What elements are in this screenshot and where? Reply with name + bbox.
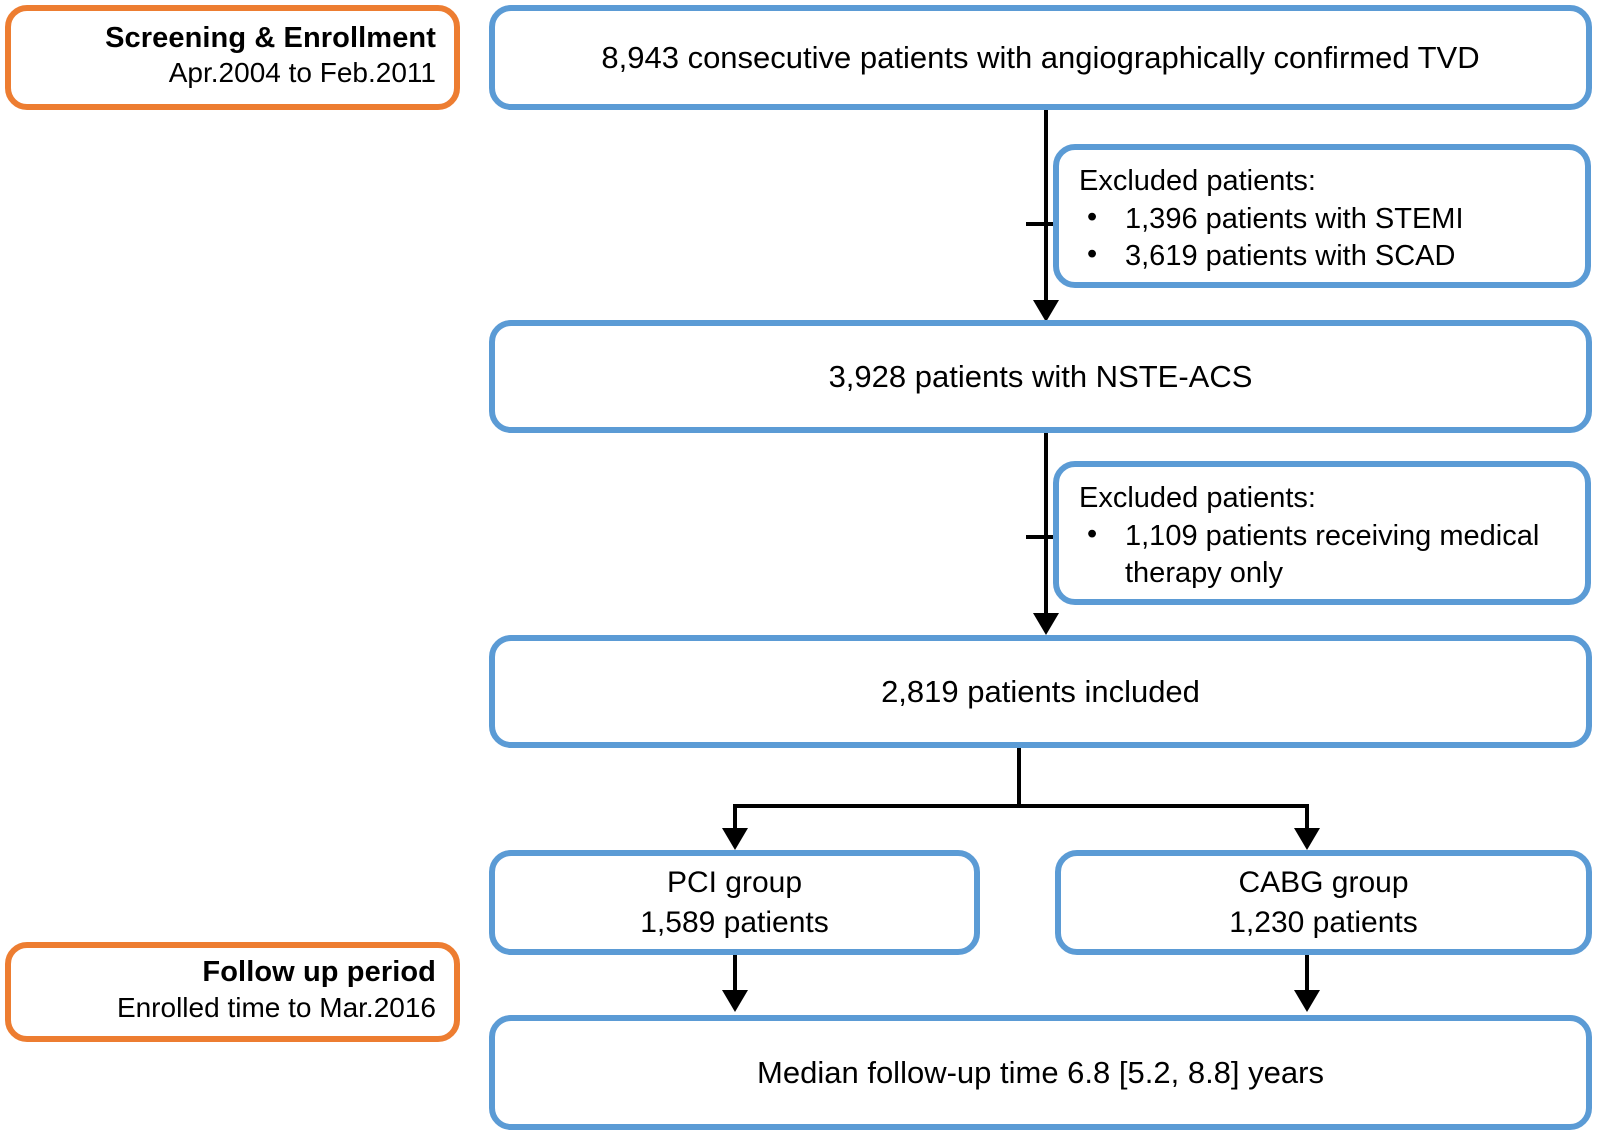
exclusion-2-heading: Excluded patients: bbox=[1079, 482, 1316, 514]
connector-total-to-nsteacs bbox=[1044, 110, 1048, 305]
exclusion-1-item: • 1,396 patients with STEMI bbox=[1079, 201, 1571, 238]
arrowhead-split-to-cabg bbox=[1294, 828, 1320, 850]
node-median-followup: Median follow-up time 6.8 [5.2, 8.8] yea… bbox=[489, 1015, 1592, 1130]
arrowhead-split-to-pci bbox=[722, 828, 748, 850]
node-nsteacs-label: 3,928 patients with NSTE-ACS bbox=[828, 358, 1253, 394]
exclusion-box-1: Excluded patients: • 1,396 patients with… bbox=[1053, 144, 1591, 288]
arrowhead-pci-to-median bbox=[722, 990, 748, 1012]
bullet-icon: • bbox=[1087, 238, 1098, 271]
connector-split-to-pci bbox=[733, 804, 737, 840]
node-included: 2,819 patients included bbox=[489, 635, 1592, 748]
connector-stub-exclusion-2 bbox=[1026, 535, 1064, 539]
stage-followup-subtitle: Enrolled time to Mar.2016 bbox=[116, 991, 436, 1023]
connector-cabg-to-median bbox=[1305, 955, 1309, 997]
connector-split-to-cabg bbox=[1305, 804, 1309, 840]
node-cabg-group-line2: 1,230 patients bbox=[1229, 905, 1418, 939]
bullet-icon: • bbox=[1087, 518, 1098, 551]
node-included-label: 2,819 patients included bbox=[881, 673, 1200, 709]
stage-screening-title: Screening & Enrollment bbox=[105, 21, 436, 54]
node-pci-group: PCI group 1,589 patients bbox=[489, 850, 980, 955]
connector-stub-exclusion-1 bbox=[1026, 222, 1064, 226]
node-median-followup-label: Median follow-up time 6.8 [5.2, 8.8] yea… bbox=[757, 1054, 1324, 1090]
stage-screening-subtitle: Apr.2004 to Feb.2011 bbox=[168, 57, 436, 89]
node-total-patients: 8,943 consecutive patients with angiogra… bbox=[489, 5, 1592, 110]
exclusion-2-list: • 1,109 patients receiving medical thera… bbox=[1079, 518, 1571, 592]
arrowhead-cabg-to-median bbox=[1294, 990, 1320, 1012]
stage-follow-up-period: Follow up period Enrolled time to Mar.20… bbox=[5, 942, 460, 1042]
exclusion-1-heading: Excluded patients: bbox=[1079, 165, 1316, 197]
node-cabg-group-text: CABG group 1,230 patients bbox=[1229, 863, 1417, 942]
arrowhead-nsteacs-to-included bbox=[1033, 613, 1059, 635]
stage-followup-title: Follow up period bbox=[202, 956, 436, 989]
node-cabg-group-line1: CABG group bbox=[1238, 865, 1409, 899]
exclusion-1-list: • 1,396 patients with STEMI • 3,619 pati… bbox=[1079, 201, 1571, 275]
node-cabg-group: CABG group 1,230 patients bbox=[1055, 850, 1592, 955]
node-pci-group-text: PCI group 1,589 patients bbox=[640, 863, 828, 942]
node-nsteacs: 3,928 patients with NSTE-ACS bbox=[489, 320, 1592, 433]
exclusion-box-2: Excluded patients: • 1,109 patients rece… bbox=[1053, 461, 1591, 605]
stage-screening-enrollment: Screening & Enrollment Apr.2004 to Feb.2… bbox=[5, 5, 460, 110]
connector-included-split-bar bbox=[733, 804, 1309, 808]
exclusion-2-item: • 1,109 patients receiving medical thera… bbox=[1079, 518, 1571, 592]
arrowhead-total-to-nsteacs bbox=[1033, 300, 1059, 322]
node-total-patients-label: 8,943 consecutive patients with angiogra… bbox=[601, 39, 1480, 75]
connector-pci-to-median bbox=[733, 955, 737, 997]
exclusion-2-item-label: 1,109 patients receiving medical therapy… bbox=[1125, 520, 1540, 590]
connector-included-split-stem bbox=[1017, 748, 1021, 807]
node-pci-group-line1: PCI group bbox=[666, 865, 803, 899]
connector-nsteacs-to-included bbox=[1044, 433, 1048, 618]
exclusion-1-item-label: 3,619 patients with SCAD bbox=[1125, 240, 1456, 273]
exclusion-1-item-label: 1,396 patients with STEMI bbox=[1125, 203, 1464, 236]
bullet-icon: • bbox=[1087, 201, 1098, 234]
exclusion-1-item: • 3,619 patients with SCAD bbox=[1079, 238, 1571, 275]
node-pci-group-line2: 1,589 patients bbox=[640, 905, 829, 939]
